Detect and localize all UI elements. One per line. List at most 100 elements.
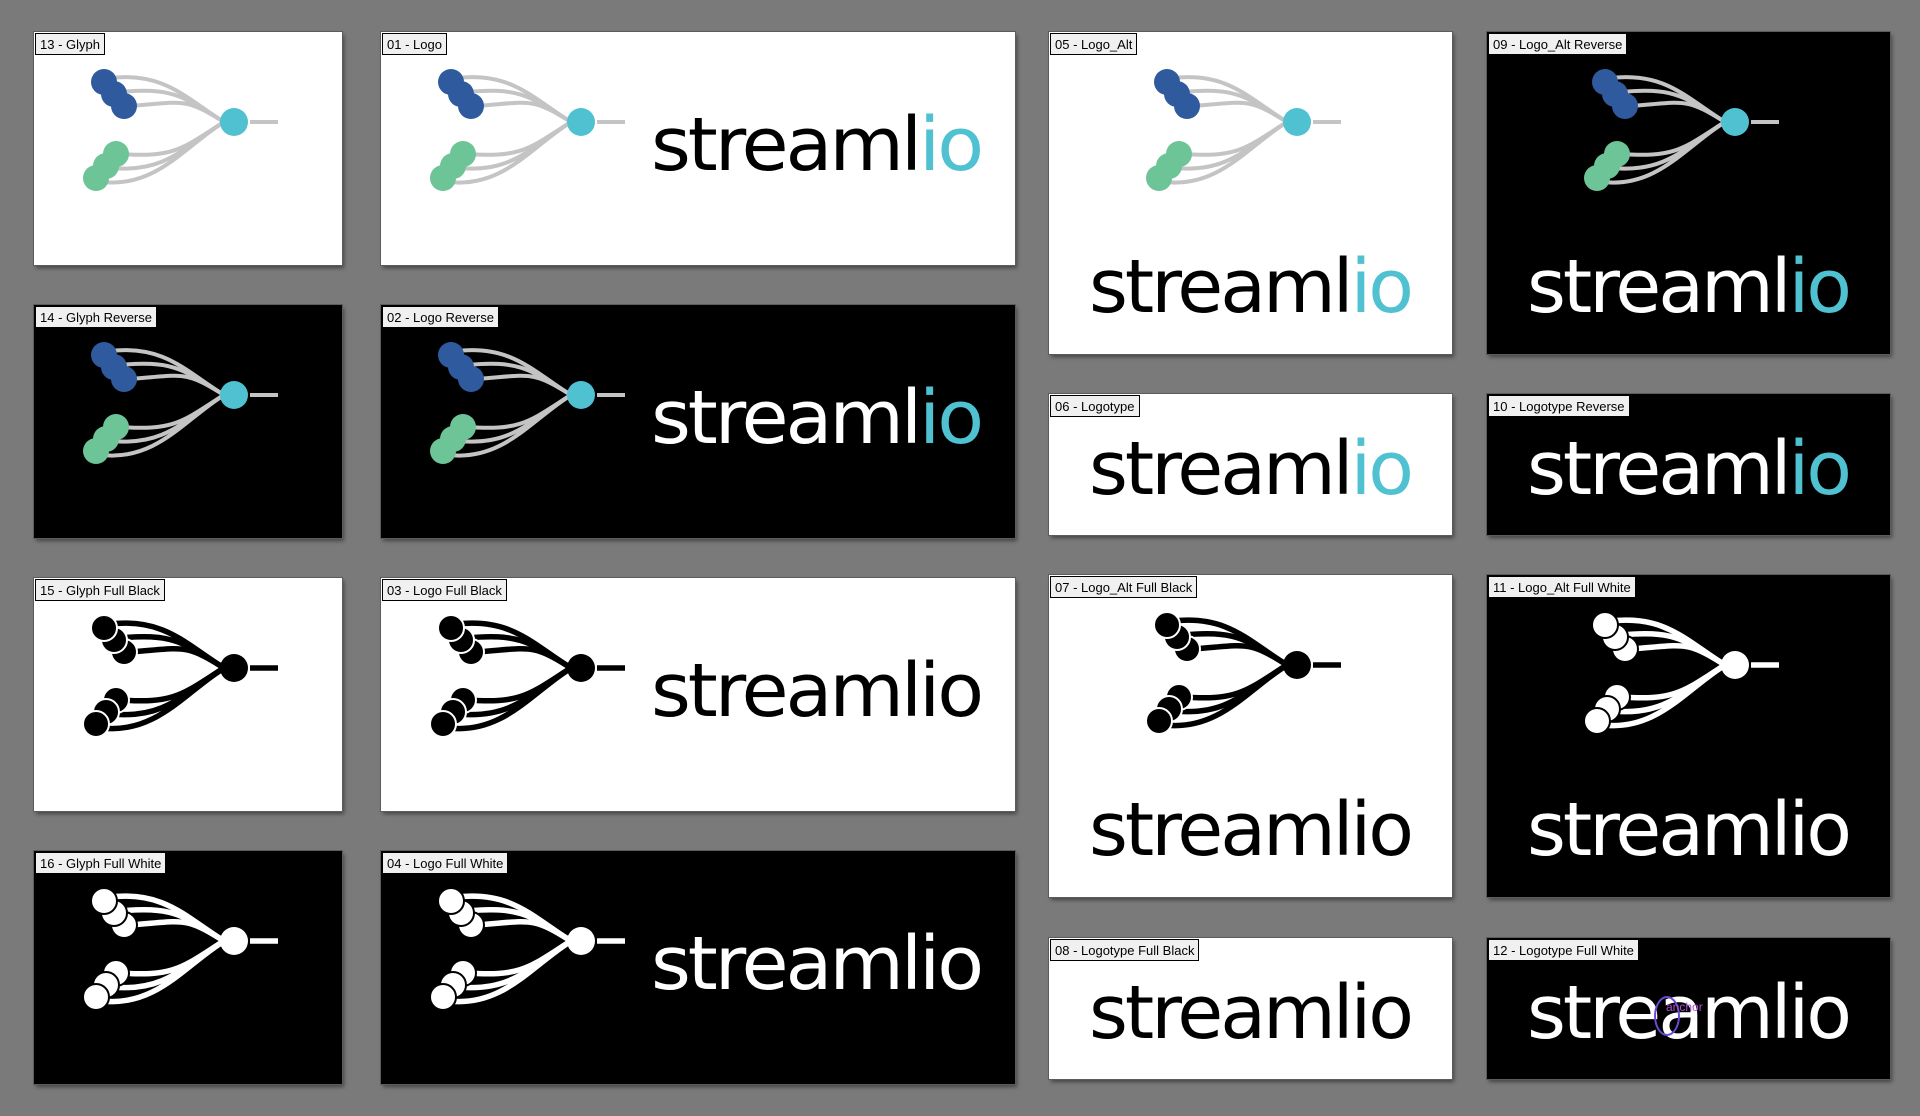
glyph-stream-line bbox=[1612, 662, 1727, 715]
glyph-stream-line bbox=[1630, 642, 1727, 668]
wordmark-main: streaml bbox=[1089, 970, 1351, 1056]
wordmark-main: streaml bbox=[1089, 244, 1351, 330]
artboard-label: 14 - Glyph Reverse bbox=[35, 306, 157, 328]
wordmark-main: streaml bbox=[1089, 787, 1351, 873]
glyph-mark bbox=[83, 342, 278, 464]
glyph-stream-line bbox=[476, 100, 573, 124]
glyph-mark bbox=[1583, 611, 1779, 735]
glyph-hub-dot bbox=[567, 108, 595, 136]
wordmark-accent: io bbox=[919, 648, 981, 734]
glyph-source-dot bbox=[90, 887, 118, 915]
glyph-stream-line bbox=[476, 645, 573, 671]
glyph-hub-dot bbox=[1721, 108, 1749, 136]
logo-artwork: streamlio bbox=[1527, 611, 1852, 873]
wordmark-streamlio: streamlio bbox=[1089, 426, 1411, 512]
glyph-stream-line bbox=[458, 665, 573, 718]
anchor-tooltip: anchor bbox=[1666, 1000, 1703, 1014]
glyph-hub-dot bbox=[567, 381, 595, 409]
glyph-mark bbox=[1584, 69, 1779, 191]
artboard-13-glyph[interactable]: 13 - Glyph bbox=[34, 32, 342, 265]
artboard-14-glyph-reverse[interactable]: 14 - Glyph Reverse bbox=[34, 305, 342, 538]
logo-artwork: streamlio bbox=[1089, 426, 1414, 512]
glyph-stream-line bbox=[468, 120, 573, 157]
artboard-label: 11 - Logo_Alt Full White bbox=[1488, 576, 1636, 598]
glyph-hub-dot bbox=[1721, 651, 1749, 679]
anchor-point-marker[interactable] bbox=[1654, 996, 1680, 1036]
glyph-source-dot bbox=[438, 69, 464, 95]
glyph-stream-line bbox=[476, 373, 573, 397]
artboard-09-logo-alt-reverse[interactable]: streamlio 09 - Logo_Alt Reverse bbox=[1487, 32, 1890, 354]
wordmark-main: streaml bbox=[651, 921, 919, 1007]
glyph-stream-line bbox=[1622, 120, 1727, 157]
glyph-stream-line bbox=[129, 100, 226, 124]
glyph-source-dot bbox=[1146, 165, 1172, 191]
wordmark-main: streaml bbox=[651, 102, 919, 188]
glyph-stream-line bbox=[1174, 662, 1289, 715]
logo-artwork: streamlio bbox=[1089, 970, 1414, 1056]
glyph-stream-line bbox=[1192, 642, 1289, 668]
artboard-label: 09 - Logo_Alt Reverse bbox=[1488, 33, 1628, 55]
glyph-stream-line bbox=[121, 393, 226, 430]
wordmark-accent: io bbox=[919, 375, 981, 461]
logo-artwork bbox=[83, 69, 278, 191]
artboard-label: 02 - Logo Reverse bbox=[382, 306, 499, 328]
artboard-07-logo-alt-full-black[interactable]: streamlio 07 - Logo_Alt Full Black bbox=[1049, 575, 1452, 897]
glyph-source-dot bbox=[437, 887, 465, 915]
glyph-hub-dot bbox=[220, 108, 248, 136]
glyph-hub-dot bbox=[220, 381, 248, 409]
glyph-source-dot bbox=[91, 69, 117, 95]
glyph-source-dot bbox=[429, 710, 457, 738]
glyph-source-dot bbox=[430, 438, 456, 464]
glyph-hub-dot bbox=[1283, 651, 1311, 679]
glyph-stream-line bbox=[111, 938, 226, 991]
glyph-source-dot bbox=[430, 165, 456, 191]
artboard-label: 13 - Glyph bbox=[35, 33, 105, 55]
glyph-stream-line bbox=[129, 918, 226, 944]
wordmark-main: streaml bbox=[1089, 426, 1351, 512]
wordmark-main: streaml bbox=[651, 648, 919, 734]
wordmark-streamlio: streamlio bbox=[1089, 244, 1411, 330]
wordmark-main: streaml bbox=[1527, 244, 1789, 330]
artboard-11-logo-alt-full-white[interactable]: streamlio 11 - Logo_Alt Full White bbox=[1487, 575, 1890, 897]
glyph-stream-line bbox=[468, 665, 573, 704]
glyph-mark bbox=[429, 887, 625, 1011]
wordmark-streamlio: streamlio bbox=[1527, 426, 1849, 512]
glyph-mark bbox=[82, 887, 278, 1011]
glyph-stream-line bbox=[458, 938, 573, 991]
glyph-source-dot bbox=[1145, 707, 1173, 735]
logo-artwork: streamlio bbox=[1089, 611, 1414, 873]
glyph-stream-line bbox=[1184, 662, 1289, 701]
glyph-source-dot bbox=[437, 614, 465, 642]
glyph-source-dot bbox=[82, 983, 110, 1011]
glyph-stream-line bbox=[1622, 662, 1727, 701]
glyph-source-dot bbox=[91, 342, 117, 368]
wordmark-accent: io bbox=[1789, 244, 1849, 330]
artboard-label: 07 - Logo_Alt Full Black bbox=[1050, 576, 1198, 598]
glyph-hub-dot bbox=[220, 654, 248, 682]
artboard-15-glyph-full-black[interactable]: 15 - Glyph Full Black bbox=[34, 578, 342, 811]
glyph-hub-dot bbox=[1283, 108, 1311, 136]
logo-artwork: streamlio bbox=[1527, 426, 1852, 512]
artboard-16-glyph-full-white[interactable]: 16 - Glyph Full White bbox=[34, 851, 342, 1084]
wordmark-main: streaml bbox=[1527, 426, 1789, 512]
glyph-stream-line bbox=[121, 665, 226, 704]
wordmark-accent: io bbox=[1789, 970, 1849, 1056]
glyph-source-dot bbox=[1583, 707, 1611, 735]
glyph-source-dot bbox=[82, 710, 110, 738]
glyph-hub-dot bbox=[220, 927, 248, 955]
